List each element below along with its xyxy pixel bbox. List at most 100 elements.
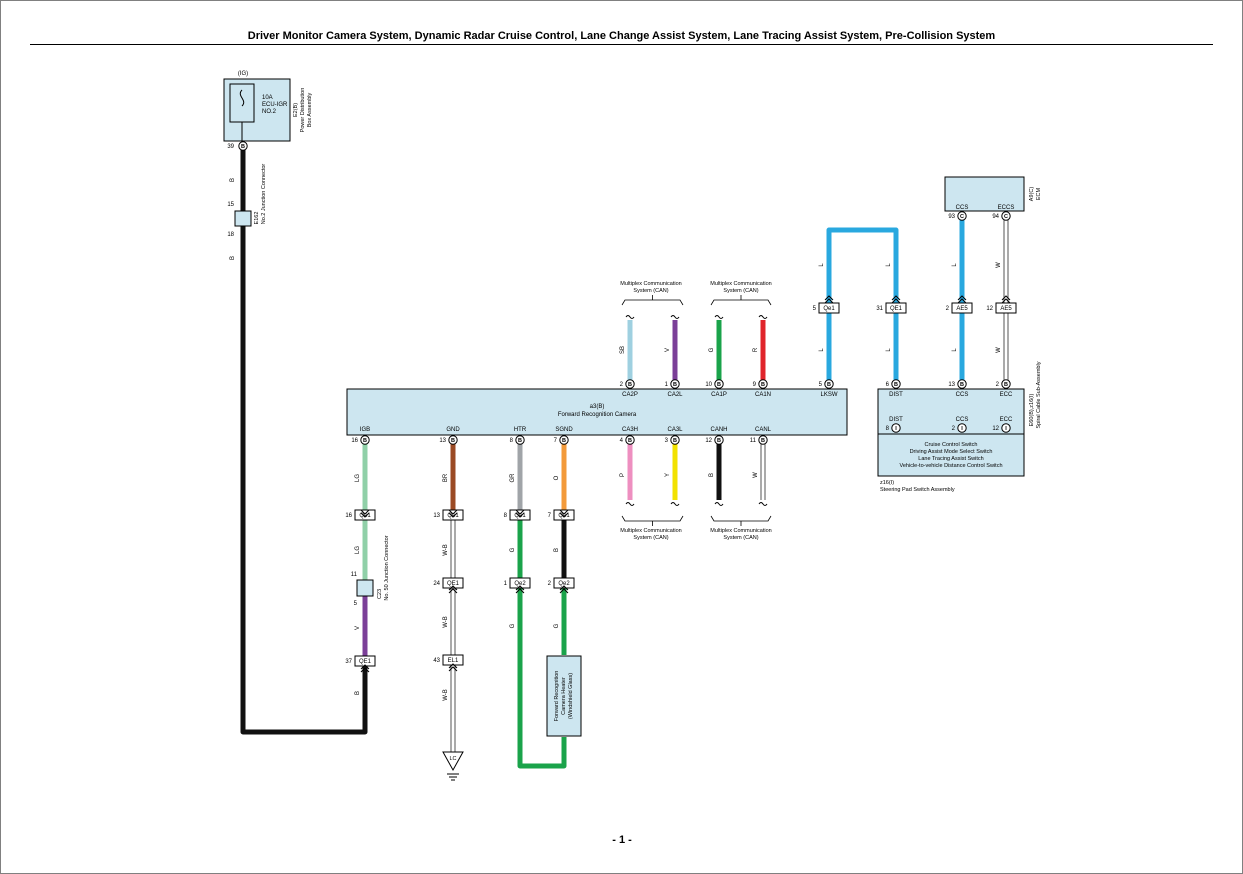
- inline-connector: [354, 509, 376, 521]
- pin-number: 6: [886, 382, 890, 388]
- wire-color-label: W: [996, 347, 1002, 353]
- component-name: ECM: [1036, 187, 1042, 200]
- wire-color-label: R: [753, 347, 759, 352]
- pin-number: 16: [351, 438, 358, 444]
- wire-break-icon: [758, 502, 768, 506]
- inline-connector: [442, 654, 464, 666]
- page-number: - 1 -: [612, 834, 632, 846]
- connector-pin: 31: [876, 306, 883, 312]
- ground-lines-icon: [447, 773, 459, 781]
- spiral-pin-top-dist: [891, 379, 901, 389]
- camera-pin-htr: [515, 435, 525, 445]
- wire-color-label: GR: [510, 473, 516, 483]
- wire-color-label: W: [753, 472, 759, 478]
- pin-letter: B: [451, 438, 455, 444]
- connector-name: QE1: [890, 306, 903, 312]
- pin-number: 11: [351, 572, 358, 578]
- connector-pin: 7: [548, 513, 552, 519]
- wire-color-label: Y: [665, 473, 671, 477]
- pin-label: SGND: [555, 427, 573, 433]
- inline-connector: [509, 577, 531, 589]
- wire-break-icon: [670, 502, 680, 506]
- can-bracket: [710, 295, 772, 306]
- pin-number: 9: [753, 382, 757, 388]
- connector-qe1: [818, 302, 840, 314]
- chevron-down-icon: [559, 509, 569, 518]
- wire-color-label: B: [230, 178, 236, 182]
- inline-connector: [553, 509, 575, 521]
- steering-pad-switch-box: [877, 433, 1025, 477]
- wire-break-icon: [625, 315, 635, 319]
- connector-pin: 2: [946, 306, 950, 312]
- ecm-pin-eccs: [1001, 211, 1011, 221]
- pin-number: 7: [554, 438, 558, 444]
- inline-connector: [995, 302, 1017, 314]
- pin-label: CA1P: [711, 392, 727, 398]
- wire-break-icon: [714, 502, 724, 506]
- wire-break-icon: [714, 315, 724, 319]
- component-name: No.2 Junction Connector: [261, 164, 267, 225]
- switch-label: Cruise Control Switch: [925, 442, 978, 448]
- camera-pin-ca2l: [670, 379, 680, 389]
- pin-label: CANH: [710, 427, 727, 433]
- pin-letter: B: [628, 438, 632, 444]
- pin-number: 8: [510, 438, 514, 444]
- pin-letter: B: [761, 438, 765, 444]
- pin-number: 2: [952, 426, 956, 432]
- wire-color-label: V: [355, 626, 361, 630]
- inline-connector: [885, 302, 907, 314]
- wire-color-label: SB: [620, 346, 626, 354]
- camera-pin-ca1n: [758, 379, 768, 389]
- power-box-pin: [238, 141, 248, 151]
- connector-pin: 1: [504, 581, 508, 587]
- camera-pin-sgnd: [559, 435, 569, 445]
- fuse-label: 10A: [262, 95, 273, 101]
- can-system-label: System (CAN): [723, 288, 758, 294]
- spiral-cable-box: [877, 388, 1025, 436]
- spiral-pin-top-ecc: [1001, 379, 1011, 389]
- pin-label: CCS: [956, 417, 969, 423]
- wire-color-label: L: [819, 263, 825, 267]
- can-system-label: Multiplex Communication: [620, 528, 681, 534]
- connector-name: Qe1: [558, 513, 570, 519]
- pin-number: 1: [665, 382, 669, 388]
- power-distribution-box: [223, 78, 291, 142]
- component-name: Steering Pad Switch Assembly: [880, 487, 955, 493]
- switch-label: Lane Tracing Assist Switch: [918, 456, 983, 462]
- wire-color-label: O: [554, 475, 560, 480]
- pin-label: CCS: [956, 205, 969, 211]
- pin-letter: B: [761, 382, 765, 388]
- chevron-up-icon: [891, 295, 901, 304]
- connector-pin: 16: [345, 513, 352, 519]
- pin-letter: B: [827, 382, 831, 388]
- pin-number: 4: [620, 438, 624, 444]
- heater-label: (Windshield Glass): [568, 673, 574, 719]
- pin-letter: I: [961, 426, 963, 432]
- camera-pin-ca1p: [714, 379, 724, 389]
- pin-number: 5: [354, 601, 358, 607]
- wire-color-label: V: [665, 348, 671, 352]
- connector-name: AE5: [1000, 306, 1012, 312]
- forward-recognition-camera: [346, 388, 848, 436]
- connector-name: Qe1: [514, 513, 526, 519]
- inline-connector: [951, 302, 973, 314]
- pin-number: 15: [227, 202, 234, 208]
- wires-layer: [240, 148, 1009, 769]
- camera-pin-ca3l: [670, 435, 680, 445]
- pin-label: CCS: [956, 392, 969, 398]
- fuse-label: ECU-IGR: [262, 102, 288, 108]
- diagram-title: Driver Monitor Camera System, Dynamic Ra…: [247, 30, 996, 42]
- inline-connector: [442, 509, 464, 521]
- chevron-down-icon: [360, 509, 370, 518]
- pin-number: 12: [705, 438, 712, 444]
- connector-name: QE1: [359, 659, 372, 665]
- connector-code: A9(C): [1029, 187, 1035, 202]
- chevron-down-icon: [515, 509, 525, 518]
- camera-pin-igb: [360, 435, 370, 445]
- pin-letter: B: [960, 382, 964, 388]
- pin-label: ECC: [1000, 417, 1013, 423]
- spiral-pin-bottom-ecc: [1001, 423, 1011, 433]
- connector-name: Qe2: [558, 581, 570, 587]
- wire-color-label: G: [709, 347, 715, 352]
